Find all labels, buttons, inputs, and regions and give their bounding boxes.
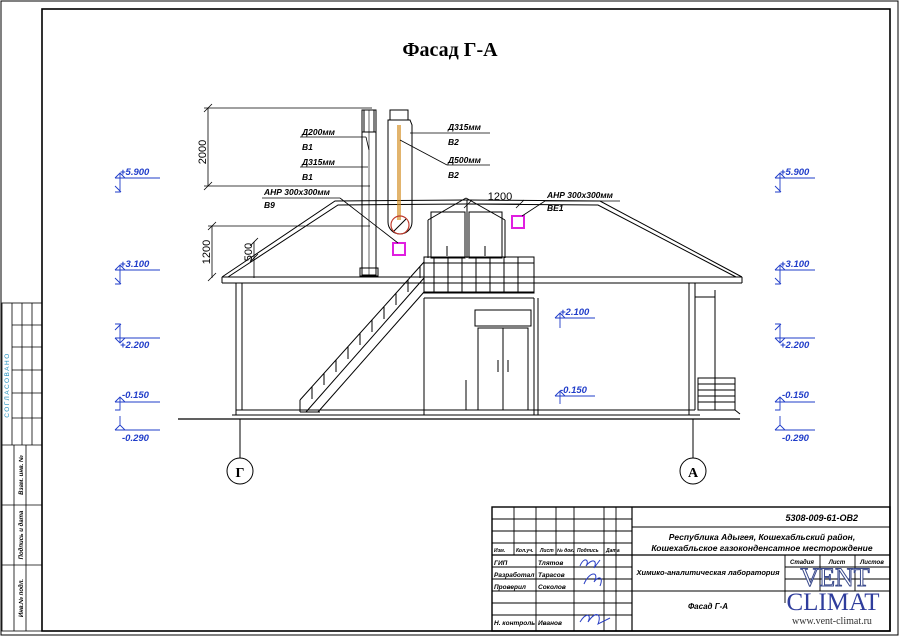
col-listov: Листов xyxy=(859,560,884,566)
watermark: VENT CLIMAT www.vent-climat.ru xyxy=(786,563,879,628)
building xyxy=(221,199,743,416)
side-stamp xyxy=(1,302,43,632)
elev-right-3100: +3.100 xyxy=(780,259,810,270)
elevation-markers-left xyxy=(114,172,160,431)
hdr-izm: Изм. xyxy=(494,548,505,554)
label-b1-b: В1 xyxy=(302,172,313,182)
dim-1200-left: 1200 xyxy=(201,240,213,264)
elevation-markers-inner xyxy=(554,312,595,404)
elev-left-2200: +2.200 xyxy=(120,340,150,351)
elev-right-m0150: -0.150 xyxy=(782,390,810,401)
axis-g: Г xyxy=(236,466,245,481)
axis-a: А xyxy=(688,466,699,481)
elev-left-3100: +3.100 xyxy=(120,259,150,270)
label-b1-a: В1 xyxy=(302,142,313,152)
dim-2000: 2000 xyxy=(197,140,209,164)
name-2: Тарасов xyxy=(538,572,565,579)
watermark-vent: VENT xyxy=(800,563,869,592)
vent-pipe-left xyxy=(359,109,379,277)
title-block xyxy=(491,506,891,632)
roof-structure xyxy=(423,197,539,415)
staircase xyxy=(299,261,425,413)
dimension-lines xyxy=(203,103,620,282)
title-block-texts: 5308-009-61-ОВ2 Республика Адыгея, Кошех… xyxy=(494,513,884,627)
watermark-url: www.vent-climat.ru xyxy=(792,616,872,627)
elev-right-5900: +5.900 xyxy=(780,167,810,178)
label-d500: Д500мм xyxy=(447,155,482,165)
hdr-koluch: Кол.уч. xyxy=(516,548,534,554)
elev-left-m0150: -0.150 xyxy=(122,390,150,401)
object-name: Химико-аналитическая лаборатория xyxy=(636,568,781,577)
elevation-labels-left: +5.900 +3.100 +2.200 -0.150 -0.290 xyxy=(120,167,150,444)
label-b2-a: В2 xyxy=(448,137,459,147)
elev-right-2200: +2.200 xyxy=(780,340,810,351)
name-3: Соколов xyxy=(538,584,566,591)
label-b9: В9 xyxy=(264,200,275,210)
label-d200: Д200мм xyxy=(301,127,336,137)
hdr-podpis: Подпись xyxy=(577,548,599,554)
project-line-2: Кошехабльское газоконденсатное месторожд… xyxy=(651,543,872,553)
side-stamp-agreed: СОГЛАСОВАНО xyxy=(4,352,11,418)
elev-inner-2100: +2.100 xyxy=(560,307,590,318)
side-stamp-label-3: Инв.№ подл. xyxy=(18,579,25,618)
hdr-ndoc: № док. xyxy=(557,548,574,554)
name-1: Тлятов xyxy=(538,560,563,567)
air-grille-left xyxy=(392,242,406,256)
drawing-title: Фасад Г-А xyxy=(402,39,498,61)
side-stamp-label-1: Взам. инв. № xyxy=(18,455,25,495)
elevation-markers-right xyxy=(774,172,815,431)
role-nkontrol: Н. контроль xyxy=(494,620,535,627)
label-anr-left: АНР 300х300мм xyxy=(263,187,331,197)
sheet-name: Фасад Г-А xyxy=(688,602,728,611)
elev-inner-m0150: -0.150 xyxy=(560,385,588,396)
role-proveril: Проверил xyxy=(494,584,526,591)
hdr-list: Лист xyxy=(539,548,554,554)
col-list: Лист xyxy=(828,560,846,566)
air-grille-right xyxy=(511,215,525,229)
label-d315-right: Д315мм xyxy=(447,122,482,132)
elev-left-m0290: -0.290 xyxy=(122,433,150,444)
hdr-data: Дата xyxy=(605,548,620,554)
vent-pipe-right xyxy=(387,109,413,235)
dimension-texts: 2000 1200 500 1200 xyxy=(197,140,512,264)
label-d315-left: Д315мм xyxy=(301,157,336,167)
label-anr-right: АНР 300х300мм xyxy=(546,190,614,200)
axis-markers xyxy=(226,419,707,485)
label-b2-b: В2 xyxy=(448,170,459,180)
elev-right-m0290: -0.290 xyxy=(782,433,810,444)
name-4: Иванов xyxy=(538,620,562,627)
doc-code: 5308-009-61-ОВ2 xyxy=(785,513,858,523)
project-line-1: Республика Адыгея, Кошехабльский район, xyxy=(669,532,855,542)
role-razrab: Разработал xyxy=(494,571,534,579)
role-gip: ГИП xyxy=(494,560,508,567)
watermark-climat: CLIMAT xyxy=(786,589,879,616)
col-stadia: Стадия xyxy=(790,560,814,566)
dim-1200-top: 1200 xyxy=(488,191,512,203)
label-be1: ВЕ1 xyxy=(547,203,564,213)
side-stamp-label-2: Подпись и дата xyxy=(19,510,25,559)
pipe-labels: Д200мм В1 Д315мм В1 Д315мм В2 Д500мм В2 … xyxy=(263,122,614,213)
elevation-labels-right: +5.900 +3.100 +2.200 -0.150 -0.290 xyxy=(780,167,810,444)
signatures xyxy=(579,559,611,626)
elev-left-5900: +5.900 xyxy=(120,167,150,178)
dim-500: 500 xyxy=(243,243,255,261)
